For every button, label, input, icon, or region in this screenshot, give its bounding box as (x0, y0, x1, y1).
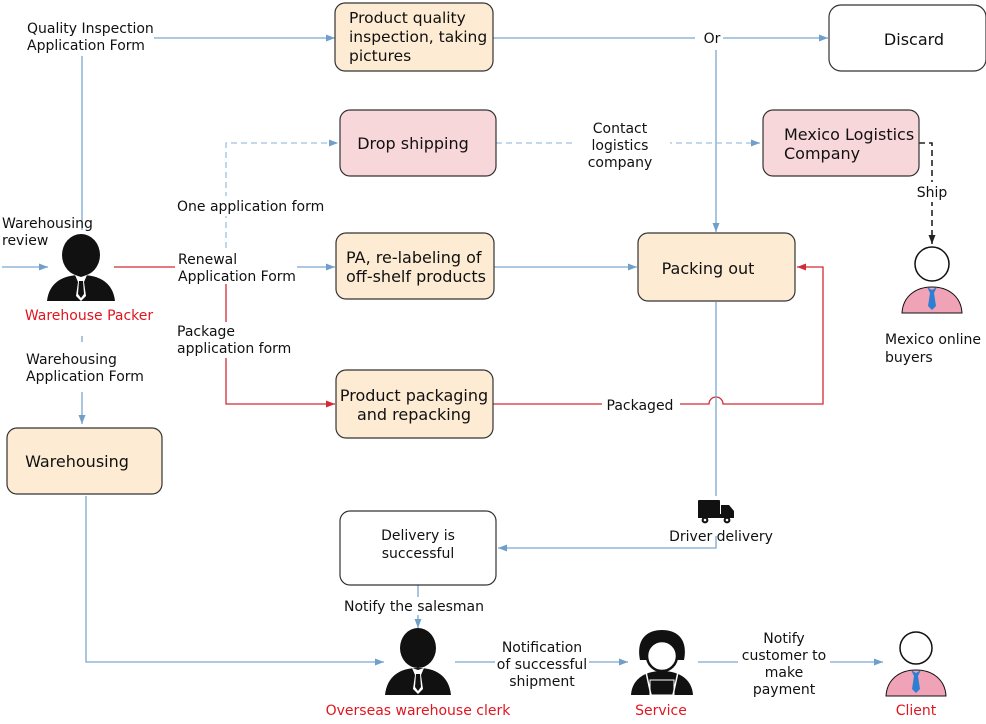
packer-icon (47, 234, 115, 301)
box-packing-out (637, 232, 796, 302)
label-one-form: One application form (177, 199, 324, 215)
actor-service: Service (635, 703, 687, 719)
box-packaging (335, 369, 494, 439)
box-warehousing-text: Warehousing (25, 452, 129, 471)
box-quality (334, 2, 494, 72)
line-driver-delivery (498, 536, 717, 552)
label-notify-salesman: Notify the salesman (344, 599, 484, 615)
box-discard (828, 4, 986, 72)
box-discard-text: Discard (884, 30, 944, 49)
actor-clerk: Overseas warehouse clerk (326, 703, 512, 719)
label-packaged: Packaged (607, 398, 674, 414)
actor-packer: Warehouse Packer (25, 308, 154, 324)
actor-client: Client (896, 703, 937, 719)
label-driver: Driver delivery (669, 529, 773, 545)
box-mexico (762, 109, 920, 177)
line-packaged (493, 263, 824, 405)
box-packing-out-text: Packing out (662, 259, 755, 278)
box-drop-text: Drop shipping (357, 134, 469, 153)
line-drop-shipping (225, 139, 338, 268)
truck-icon (698, 500, 734, 524)
buyer-icon (901, 246, 963, 314)
client-icon (885, 631, 947, 697)
box-pa (335, 232, 495, 300)
line-warehousing-clerk (85, 496, 384, 666)
box-drop (339, 109, 497, 177)
service-icon (631, 630, 693, 696)
box-delivery (339, 510, 497, 586)
label-or: Or (704, 31, 721, 47)
box-warehousing (6, 427, 163, 495)
clerk-icon (385, 628, 451, 695)
label-ship: Ship (917, 185, 948, 201)
line-ship (919, 142, 936, 244)
